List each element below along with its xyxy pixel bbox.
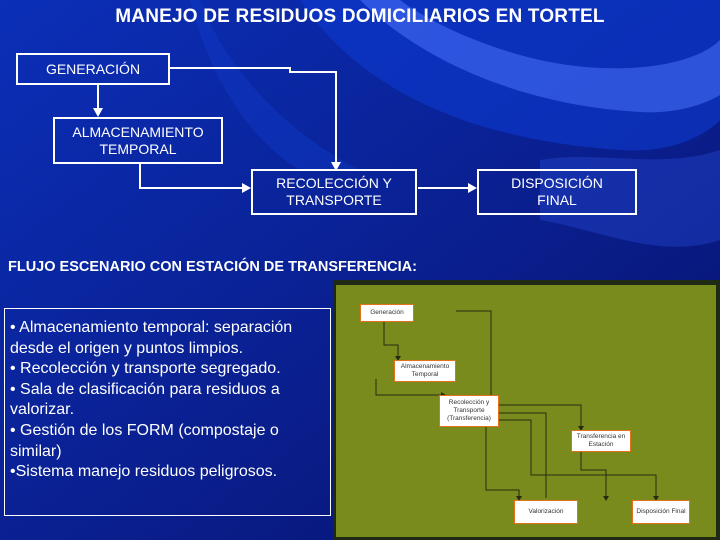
generacion-box: GENERACIÓN [16, 53, 170, 85]
bullet-item: • Almacenamiento temporal: separación de… [10, 319, 293, 357]
page-title: MANEJO DE RESIDUOS DOMICILIARIOS EN TORT… [115, 6, 605, 27]
generacion-node-label: Generación [370, 309, 404, 316]
generacion-label: GENERACIÓN [45, 60, 141, 77]
recoleccion-node-label: Recolección y Transporte (Transferencia) [447, 399, 491, 422]
diagram-panel: Generación Almacenamiento Temporal Recol… [333, 280, 720, 540]
section-subtitle: FLUJO ESCENARIO CON ESTACIÓN DE TRANSFER… [8, 259, 417, 275]
transferencia-node: Transferencia en Estación [571, 430, 631, 452]
disposicion-node-label: Disposición Final [636, 508, 686, 515]
transferencia-node-label: Transferencia en Estación [576, 433, 626, 448]
valorizacion-node-label: Valorización [528, 508, 564, 515]
bullet-item: • Gestión de los FORM (compostaje o simi… [10, 421, 279, 460]
recoleccion-label: RECOLECCIÓN Y TRANSPORTE [276, 175, 392, 208]
bullet-item: • Recolección y transporte segregado. [10, 360, 281, 378]
disposicion-box: DISPOSICIÓN FINAL [477, 169, 637, 215]
bullet-item: • Sala de clasificación para residuos a … [10, 380, 280, 419]
bullet-list: • Almacenamiento temporal: separación de… [4, 308, 331, 516]
recoleccion-node: Recolección y Transporte (Transferencia) [439, 395, 499, 427]
disposicion-label: DISPOSICIÓN FINAL [511, 175, 603, 208]
almacenamiento-box: ALMACENAMIENTO TEMPORAL [53, 117, 223, 164]
almacenamiento-node: Almacenamiento Temporal [394, 360, 456, 382]
diagram-connectors [375, 310, 659, 501]
bullet-item: •Sistema manejo residuos peligrosos. [10, 463, 278, 481]
almacenamiento-label: ALMACENAMIENTO TEMPORAL [72, 123, 204, 157]
recoleccion-box: RECOLECCIÓN Y TRANSPORTE [251, 169, 417, 215]
diagram-panel-inner: Generación Almacenamiento Temporal Recol… [336, 285, 716, 537]
valorizacion-node: Valorización [514, 500, 578, 524]
disposicion-node: Disposición Final [632, 500, 690, 524]
almacenamiento-node-label: Almacenamiento Temporal [400, 363, 450, 378]
generacion-node: Generación [360, 304, 414, 322]
